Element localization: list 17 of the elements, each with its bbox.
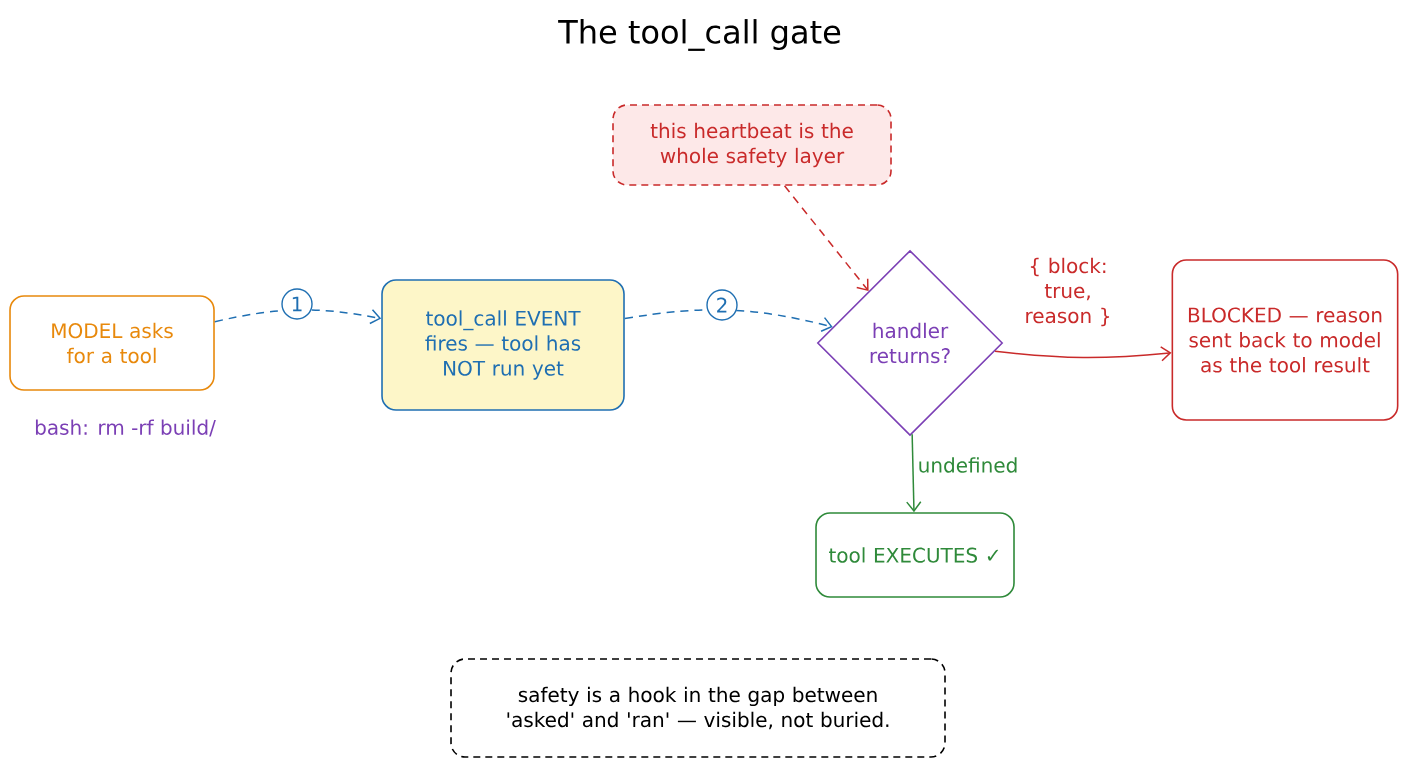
process-box: MODEL asks for a tool — [9, 295, 215, 391]
event-box: tool_call EVENT fires — tool has NOT run yet — [381, 279, 625, 411]
arrow — [906, 433, 922, 513]
result-box: tool EXECUTES ✓ — [815, 512, 1015, 598]
edge-label: { block: true, reason } — [1001, 255, 1135, 329]
step-number: 1 — [281, 288, 313, 320]
step-number: 2 — [706, 289, 738, 321]
arrow — [624, 309, 833, 332]
edge-label: undefined — [915, 455, 1021, 475]
arrow — [783, 185, 869, 292]
caption-text: bash: rm -rf build/ — [35, 419, 216, 437]
arrow — [994, 346, 1172, 362]
note-box: this heartbeat is the whole safety layer — [612, 104, 892, 186]
arrow — [214, 309, 382, 325]
note-box: safety is a hook in the gap between 'asked' and 'ran' — visible, not buried. — [450, 658, 946, 758]
result-box: BLOCKED — reason sent back to model as the tool result — [1171, 259, 1399, 421]
title: The tool_call gate — [558, 19, 841, 51]
